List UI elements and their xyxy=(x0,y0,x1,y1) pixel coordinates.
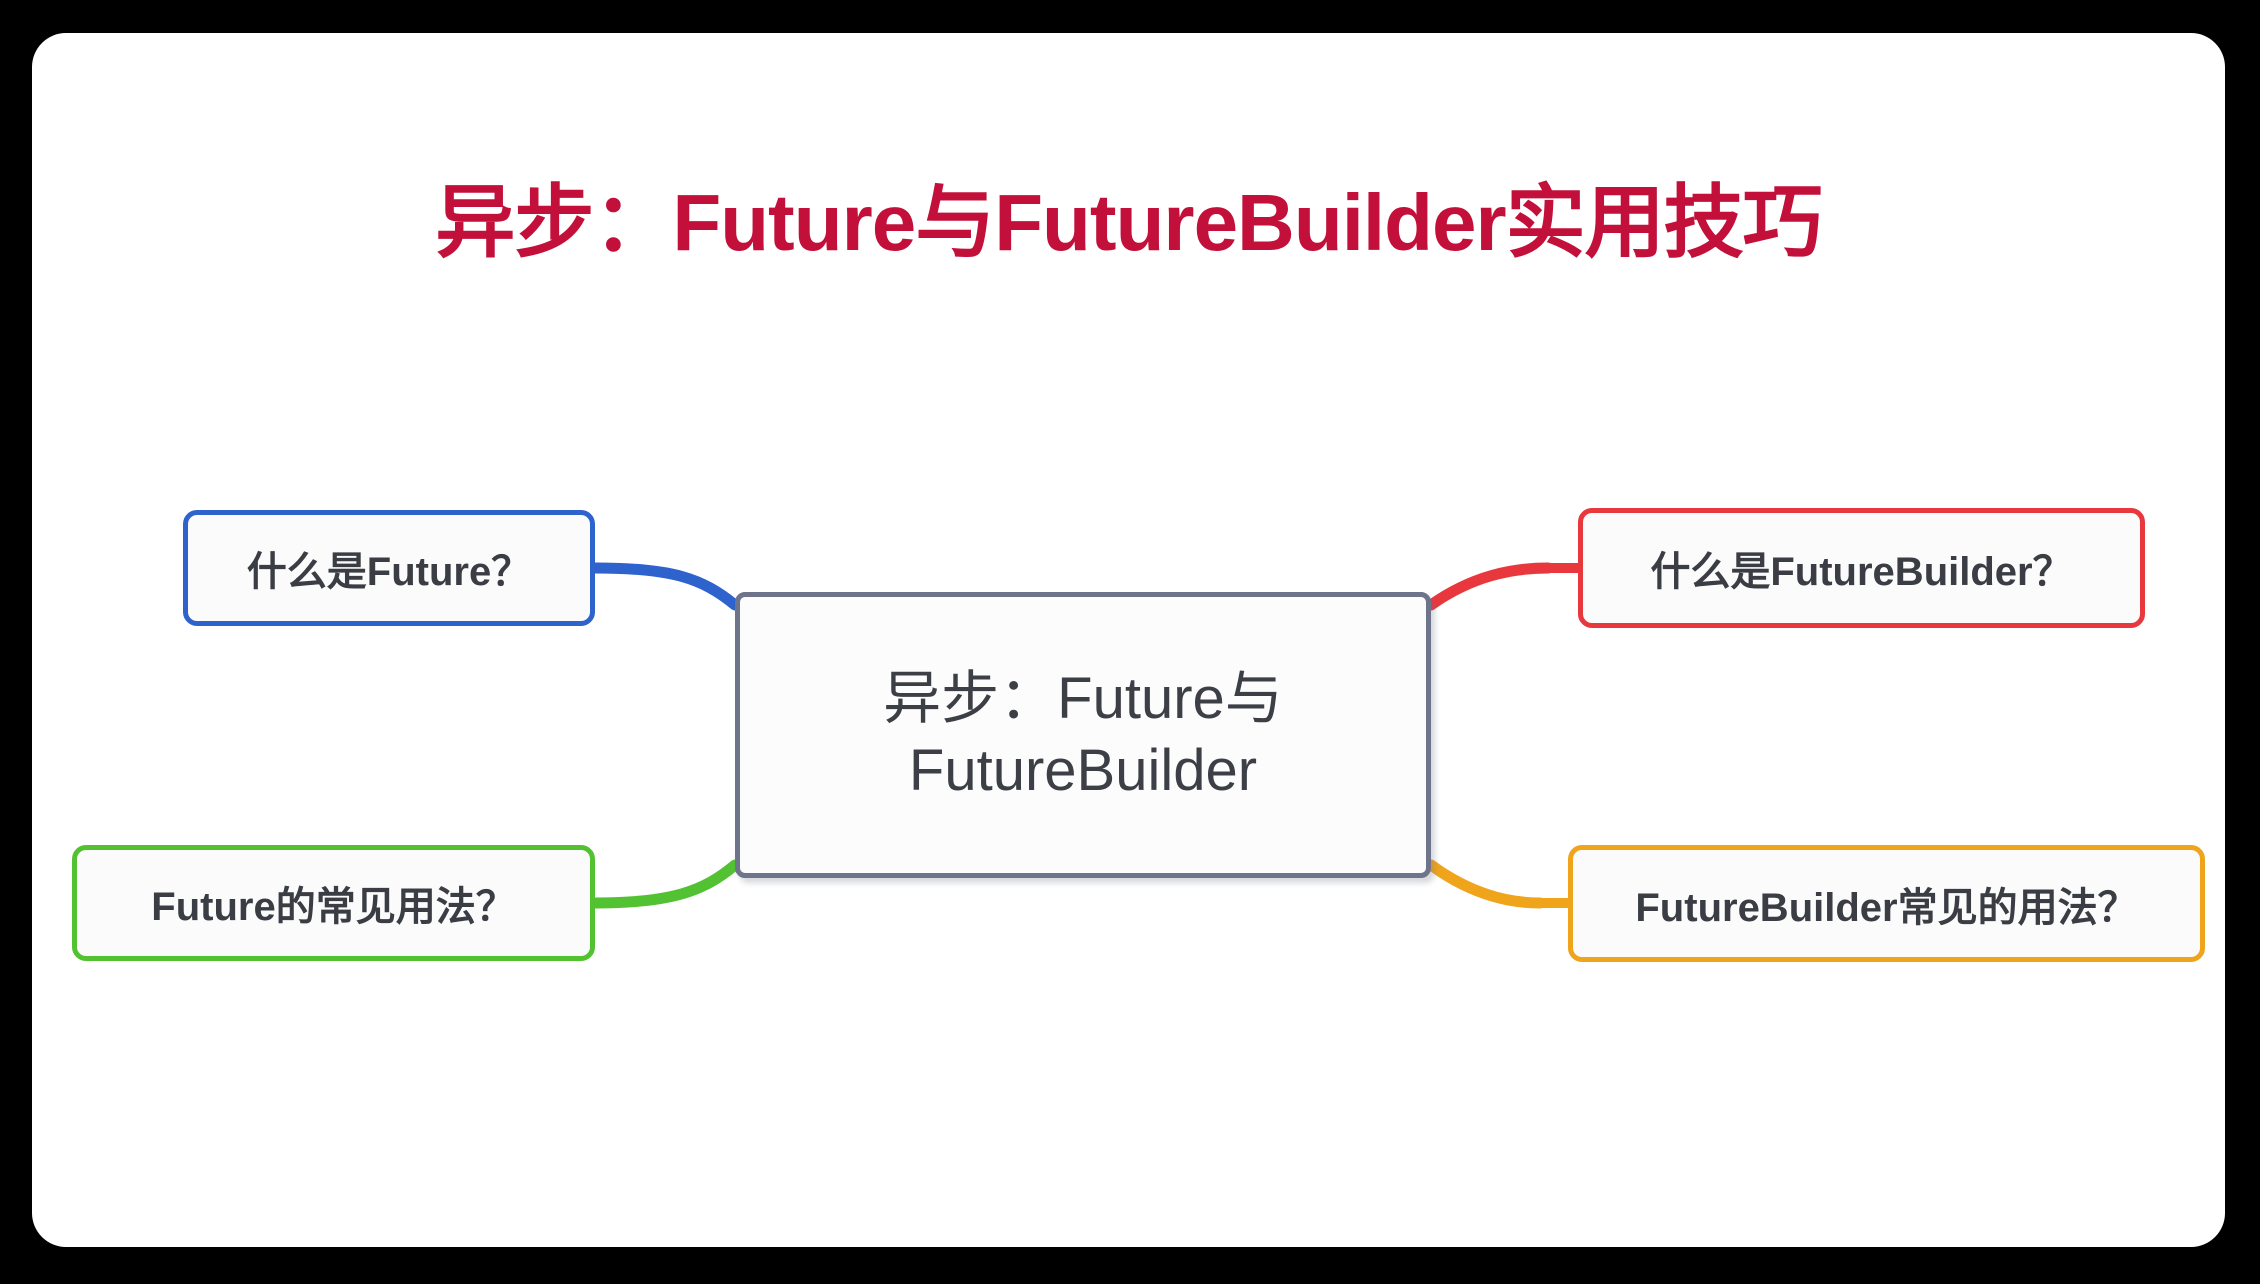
mindmap-node-label: FutureBuilder常见的用法？ xyxy=(1635,885,2138,930)
mindmap-node-futurebuilder-usage[interactable]: FutureBuilder常见的用法？ xyxy=(1568,845,2205,962)
mindmap-node-what-is-future[interactable]: 什么是Future？ xyxy=(183,510,595,626)
central-node-line1: 异步：Future与 xyxy=(883,665,1283,731)
connector-futurebuilder-usage xyxy=(1425,859,1573,909)
slide-card: 异步：Future与FutureBuilder实用技巧 xyxy=(32,33,2225,1247)
mindmap-node-label: Future的常见用法？ xyxy=(151,885,516,929)
mindmap-node-future-usage[interactable]: Future的常见用法？ xyxy=(72,845,595,961)
page-title: 异步：Future与FutureBuilder实用技巧 xyxy=(435,178,1822,267)
mindmap-node-label: 什么是Future？ xyxy=(246,550,532,594)
connector-what-is-futurebuilder xyxy=(1425,562,1583,611)
central-node-line2: FutureBuilder xyxy=(908,738,1258,803)
mindmap-node-label: 什么是FutureBuilder？ xyxy=(1650,550,2073,594)
mindmap-central-node[interactable]: 异步：Future与 FutureBuilder xyxy=(735,592,1431,878)
mindmap-node-what-is-futurebuilder[interactable]: 什么是FutureBuilder？ xyxy=(1578,508,2145,628)
